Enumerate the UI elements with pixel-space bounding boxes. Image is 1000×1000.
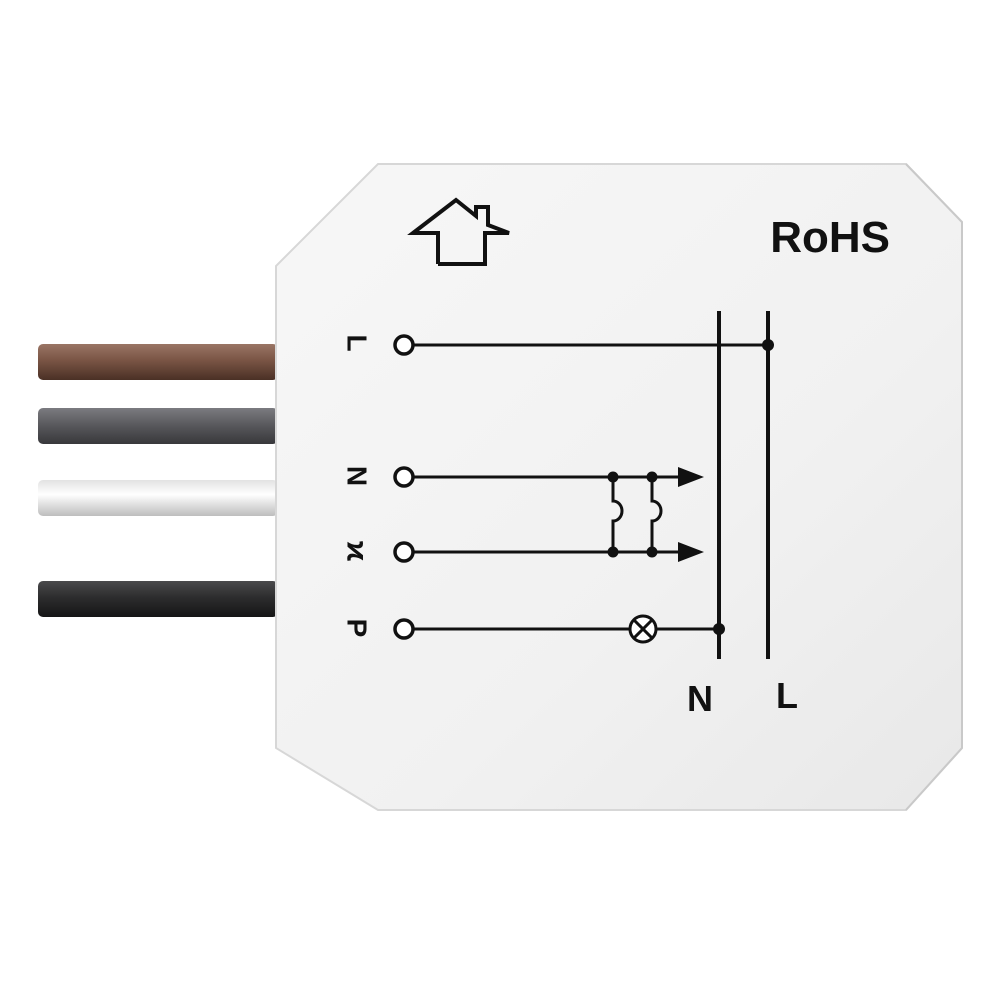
house-icon (407, 197, 510, 266)
terminal-labels: L N ϰ P (341, 334, 374, 637)
wiring-diagram (393, 311, 774, 659)
bus-label-n: N (687, 678, 713, 719)
wire-group (38, 344, 278, 617)
terminal-label-p: P (342, 619, 373, 638)
grey-wire (38, 408, 278, 444)
pushbutton-contacts (611, 477, 663, 552)
arrow-switch (678, 542, 704, 562)
terminal-label-n: N (342, 466, 373, 486)
black-wire (38, 581, 278, 617)
terminal-n (393, 466, 415, 488)
white-wire (38, 480, 278, 516)
terminal-switch (393, 541, 415, 563)
rohs-marking: RoHS (770, 213, 890, 262)
arrow-n (678, 467, 704, 487)
terminal-label-l: L (342, 334, 373, 351)
terminal-label-switch: ϰ (341, 541, 374, 562)
lamp-icon (628, 614, 658, 644)
terminal-p (393, 618, 415, 640)
bus-label-l: L (776, 675, 798, 716)
brown-wire (38, 344, 278, 380)
terminal-l (393, 334, 415, 356)
